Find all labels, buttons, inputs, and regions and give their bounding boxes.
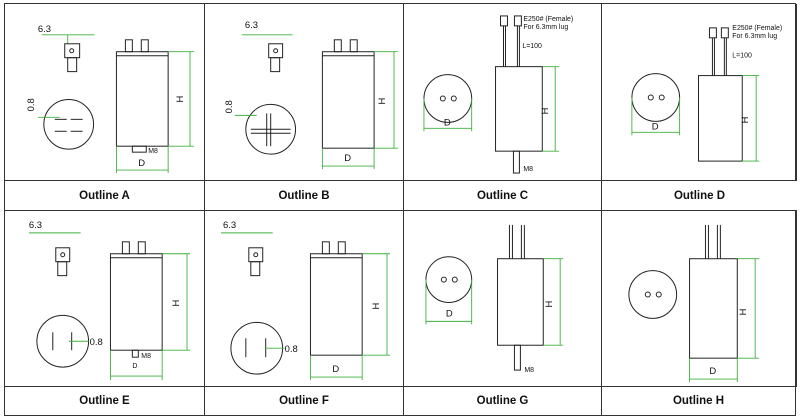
diameter-label: D [652, 121, 659, 132]
lead-length-label: L=100 [732, 53, 752, 60]
stud-label: M8 [148, 148, 158, 155]
diameter-label: D [132, 363, 137, 370]
outline-d-drawing: E250# (Female) For 6.3mm lug L=100 D H [602, 4, 797, 181]
outline-h-drawing: H D [602, 211, 797, 387]
height-label: H [175, 95, 186, 102]
lead-note-2: For 6.3mm lug [732, 33, 777, 40]
outline-b-caption: Outline B [205, 181, 404, 211]
height-label: H [544, 300, 555, 307]
outline-f-drawing: 6.3 0.8 H D [205, 211, 404, 387]
height-label: H [377, 97, 388, 104]
outline-a-caption: Outline A [5, 181, 205, 211]
tab-width-label: 6.3 [38, 24, 51, 35]
diameter-label: D [332, 364, 339, 375]
outline-b-drawing: 6.3 0.8 H D [205, 4, 404, 181]
stud-label: M8 [524, 367, 534, 374]
thickness-label: 0.8 [26, 98, 37, 111]
stud-label: M8 [523, 166, 533, 173]
height-label: H [540, 107, 551, 114]
outline-g-caption: Outline G [404, 387, 602, 415]
outline-c-drawing: E250# (Female) For 6.3mm lug L=100 D M8 … [404, 4, 602, 181]
lead-note-2: For 6.3mm lug [523, 24, 568, 31]
lead-note-1: E250# (Female) [732, 25, 782, 32]
height-label: H [740, 116, 751, 123]
lead-length-label: L=100 [522, 43, 542, 50]
tab-width-label: 6.3 [223, 220, 236, 231]
thickness-label: 0.8 [224, 100, 235, 113]
diameter-label: D [444, 117, 451, 128]
lead-note-1: E250# (Female) [523, 16, 573, 23]
thickness-label: 0.8 [285, 344, 298, 355]
diameter-label: D [344, 153, 351, 164]
thickness-label: 0.8 [90, 337, 103, 348]
diameter-label: D [138, 158, 145, 169]
tab-width-label: 6.3 [29, 220, 42, 231]
outline-d-caption: Outline D [602, 181, 797, 211]
height-label: H [738, 308, 749, 315]
tab-width-label: 6.3 [245, 20, 258, 31]
diameter-label: D [709, 366, 716, 377]
diameter-label: D [446, 308, 453, 319]
stud-label: M8 [141, 353, 151, 360]
outline-f-caption: Outline F [205, 387, 404, 415]
outline-g-drawing: D M8 H [404, 211, 602, 387]
outline-c-caption: Outline C [404, 181, 602, 211]
height-label: H [371, 302, 382, 309]
outline-e-drawing: 6.3 0.8 M8 D H [5, 211, 205, 387]
outline-table: 6.3 0.8 M8 H D 6.3 [4, 3, 797, 416]
outline-e-caption: Outline E [5, 387, 205, 415]
height-label: H [171, 299, 182, 306]
outline-h-caption: Outline H [602, 387, 795, 415]
outline-a-drawing: 6.3 0.8 M8 H D [5, 4, 205, 181]
